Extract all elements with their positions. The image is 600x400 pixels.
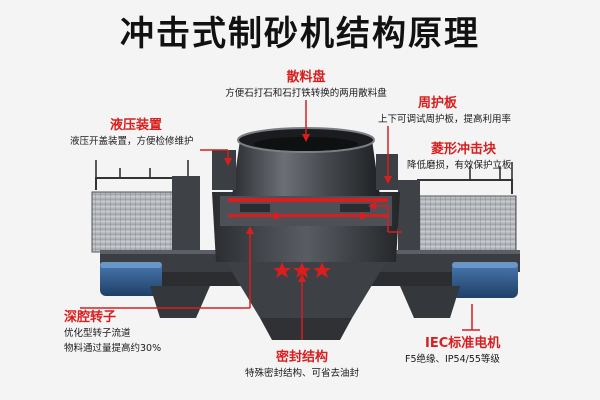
callout-desc-line-1: 优化型转子流道 bbox=[64, 328, 131, 339]
callout-sanliaopan: 散料盘 方便石打石和石打铁转换的两用散料盘 bbox=[225, 70, 387, 101]
right-motor bbox=[452, 262, 518, 298]
callout-desc-line-2: 物料通过量提高约30% bbox=[64, 343, 162, 354]
callout-desc: 特殊密封结构、可省去油封 bbox=[244, 368, 360, 379]
callout-heading: 散料盘 bbox=[286, 70, 326, 85]
callout-shenqiang: 深腔转子 优化型转子流道 物料通过量提高约30% bbox=[64, 310, 161, 356]
left-motor bbox=[100, 262, 162, 296]
callout-iec: IEC标准电机 F5绝缘、IP54/55等级 bbox=[405, 336, 500, 367]
callout-heading: 周护板 bbox=[418, 96, 458, 111]
callout-heading: 深腔转子 bbox=[64, 310, 117, 325]
callout-desc: F5绝缘、IP54/55等级 bbox=[405, 354, 500, 365]
crusher-body bbox=[212, 192, 400, 262]
callout-heading: 菱形冲击块 bbox=[431, 142, 497, 157]
callout-heading: IEC标准电机 bbox=[425, 336, 501, 351]
page-title: 冲击式制砂机结构原理 bbox=[120, 14, 480, 54]
callout-yeya: 液压装置 液压开盖装置，方便检修维护 bbox=[70, 118, 194, 149]
callout-lingxing: 菱形冲击块 降低磨损，有效保护立板 bbox=[407, 142, 512, 173]
callout-desc: 上下可调试周护板，提高利用率 bbox=[378, 114, 512, 125]
callout-desc: 降低磨损，有效保护立板 bbox=[407, 160, 512, 171]
left-cage bbox=[91, 160, 200, 254]
right-cage bbox=[398, 162, 517, 260]
callout-zhouhuban: 周护板 上下可调试周护板，提高利用率 bbox=[378, 96, 511, 127]
callout-heading: 密封结构 bbox=[275, 350, 329, 365]
leader-lines bbox=[80, 100, 480, 340]
red-stars bbox=[273, 262, 331, 278]
callout-heading: 液压装置 bbox=[110, 118, 163, 133]
discharge-cone bbox=[150, 262, 460, 340]
callout-desc: 液压开盖装置，方便检修维护 bbox=[70, 136, 194, 147]
callout-desc: 方便石打石和石打铁转换的两用散料盘 bbox=[225, 88, 387, 99]
callout-mifeng: 密封结构 特殊密封结构、可省去油封 bbox=[245, 350, 359, 381]
